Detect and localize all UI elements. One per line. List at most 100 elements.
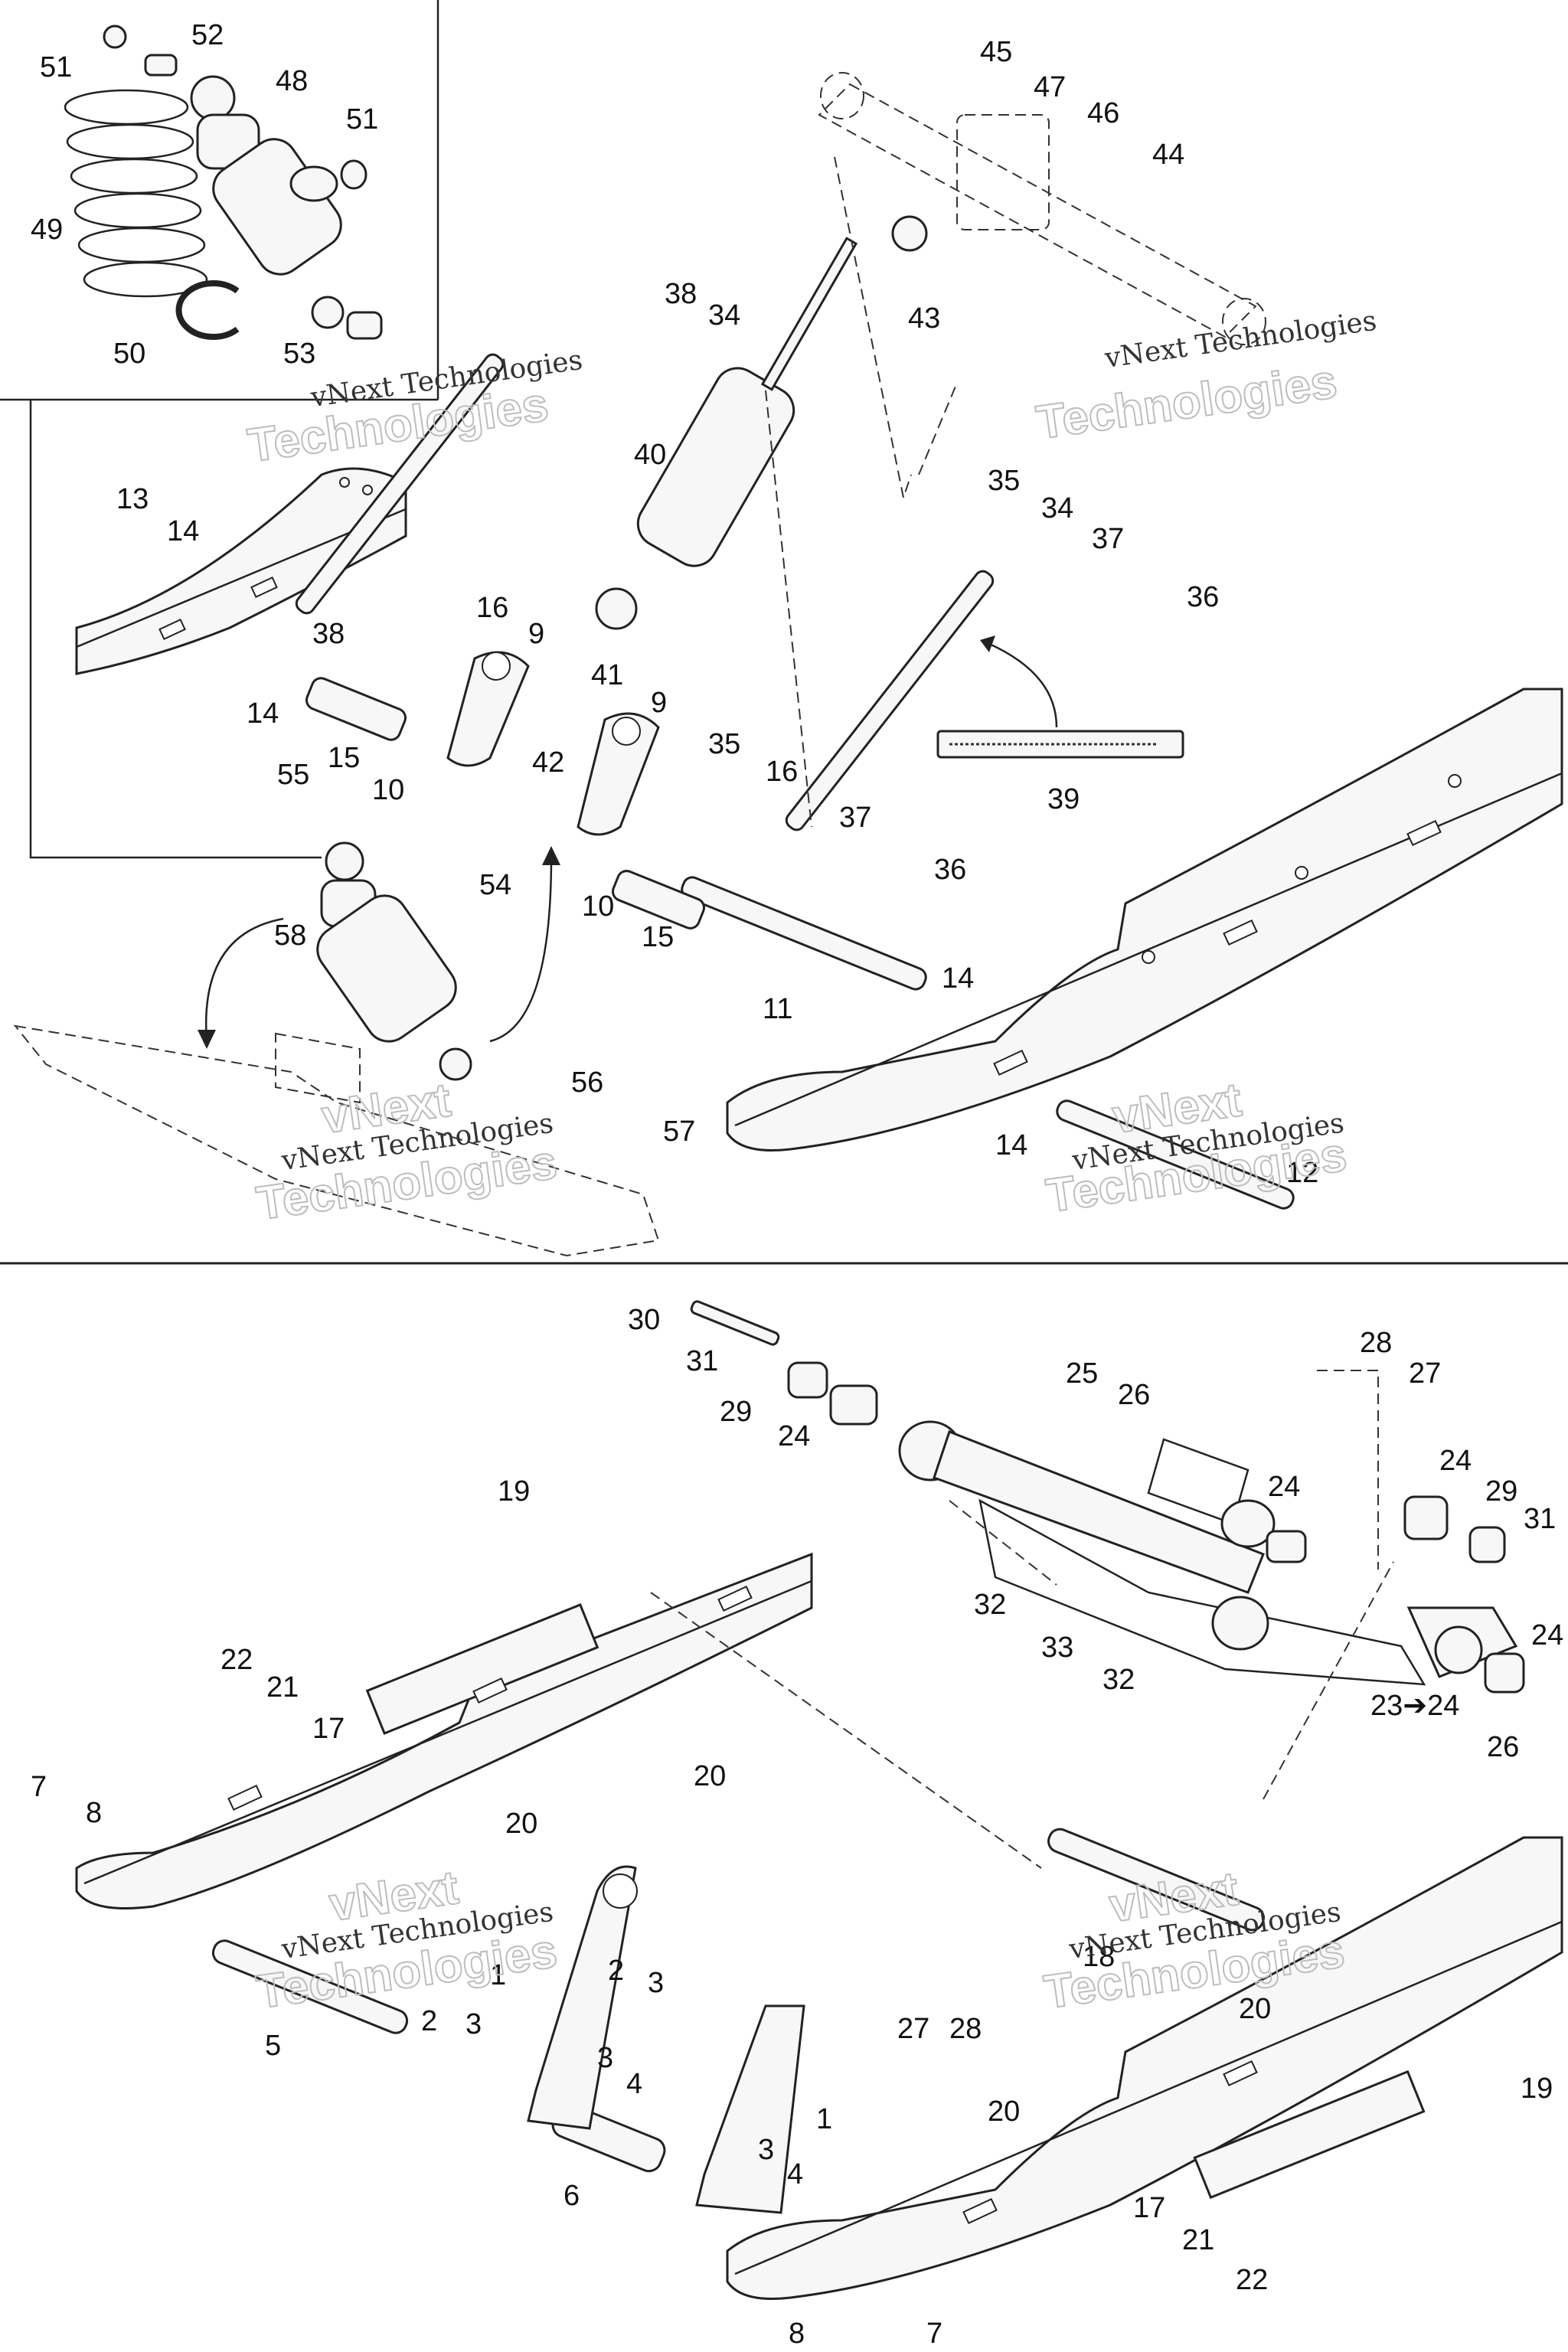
callout-15b: 15 [642,921,674,953]
callout-17a: 17 [312,1713,345,1745]
callout-32b: 32 [1102,1664,1135,1696]
bushing-part-24a [829,1384,878,1426]
callout-21a: 21 [266,1671,299,1704]
callout-20b: 20 [505,1808,537,1840]
link-part-1 [527,1865,805,2214]
bar-part-34-right [785,570,995,831]
callout-28a: 28 [1360,1327,1392,1359]
callout-9a: 9 [528,618,544,650]
callout-56: 56 [571,1067,603,1099]
callout-35b: 35 [988,465,1020,497]
callout-7a: 7 [31,1771,47,1803]
svg-text:Technologies: Technologies [1034,355,1341,449]
callout-58: 58 [274,920,306,952]
arrows [198,635,1058,1049]
callout-23: 23➔24 [1370,1690,1459,1722]
callout-57: 57 [663,1116,695,1148]
callout-24c: 24 [1439,1445,1472,1477]
left-rail-top [75,467,407,675]
callout-50: 50 [113,338,145,370]
watermark-4: Technologies vNext vNext Technologies [1042,1073,1351,1223]
callout-51b: 51 [346,103,378,136]
bushing-part-29a [787,1361,828,1399]
callout-49: 49 [31,214,63,246]
spring-part-49 [64,89,208,298]
callout-38b: 38 [312,618,345,650]
callout-25: 25 [1066,1357,1098,1390]
callout-10b: 10 [582,890,614,923]
callout-55: 55 [277,759,309,791]
shock-inset-group [64,24,383,340]
front-arm-part-9 [446,651,660,836]
callout-17b: 17 [1133,2192,1165,2224]
callout-32a: 32 [974,1589,1006,1621]
callout-37a: 37 [1092,523,1124,555]
callout-52: 52 [191,19,224,51]
right-rail-top [726,688,1563,1152]
nut-part-51a [103,24,127,49]
callout-38a: 38 [665,278,697,310]
callout-22a: 22 [220,1644,253,1676]
callout-54: 54 [479,869,511,901]
callout-18: 18 [1083,1941,1115,1973]
callout-8b: 8 [789,2318,805,2350]
rear-shock-part-54 [316,841,472,1081]
bushing-part-24c [1266,1530,1307,1563]
callout-31b: 31 [1524,1503,1556,1535]
inset-frame [0,0,439,859]
callout-24b: 24 [1268,1471,1300,1503]
callout-16a: 16 [476,592,508,624]
callout-20a: 20 [694,1760,726,1792]
callout-10a: 10 [372,774,404,806]
rear-arm-dashed [13,1024,660,1257]
callout-37b: 37 [839,802,871,834]
svg-text:vNext Technologies: vNext Technologies [1102,305,1379,375]
callout-24d: 24 [1531,1619,1563,1651]
callout-29a: 29 [720,1396,752,1428]
callout-27a: 27 [1409,1357,1441,1390]
callout-14b: 14 [247,697,279,730]
callout-36b: 36 [934,854,966,886]
callout-3c: 3 [597,2042,613,2074]
callout-47: 47 [1034,71,1066,103]
bushing-part-24b [1403,1495,1449,1540]
shock-part-48 [190,75,345,329]
tube-part-18 [1047,1828,1265,1932]
callout-26a: 26 [1118,1379,1150,1411]
callout-24a: 24 [778,1420,810,1452]
callout-30: 30 [628,1304,660,1336]
callout-9b: 9 [651,687,667,719]
callout-44: 44 [1152,139,1184,171]
callout-51a: 51 [40,51,72,83]
callout-22b: 22 [1236,2264,1268,2296]
shock-part-40 [595,215,928,630]
callout-48: 48 [276,65,308,97]
crossbar-part-44 [818,72,1266,345]
bushing-part-29b [1468,1526,1506,1563]
callout-1b: 1 [816,2103,832,2135]
callout-41: 41 [591,659,623,691]
callout-14c: 14 [942,962,974,995]
callout-40: 40 [634,439,666,471]
callout-15a: 15 [328,742,360,774]
label-part-39 [936,730,1184,759]
callout-27b: 27 [897,2013,929,2045]
callout-31a: 31 [686,1345,718,1377]
callout-7b: 7 [926,2318,942,2350]
callout-21b: 21 [1182,2224,1214,2256]
callout-1a: 1 [490,1959,506,1991]
callout-20c: 20 [1239,1993,1271,2025]
callout-20d: 20 [988,2096,1020,2128]
callout-26b: 26 [1487,1731,1519,1763]
right-rail-bottom [726,1836,1563,2300]
left-rail-bottom [75,1552,813,1909]
callout-3a: 3 [648,1967,664,1999]
callout-42: 42 [532,746,564,779]
callout-labels: 51 52 48 51 49 50 53 45 47 46 44 38 34 4… [31,19,1563,2350]
callout-34a: 34 [708,299,740,332]
watermark-5: Technologies vNext vNext Technologies [253,1860,561,2020]
clip-part-50 [175,280,240,340]
callout-14a: 14 [167,515,199,547]
callout-4a: 4 [626,2068,642,2100]
shaft-part-12 [1056,1099,1295,1210]
